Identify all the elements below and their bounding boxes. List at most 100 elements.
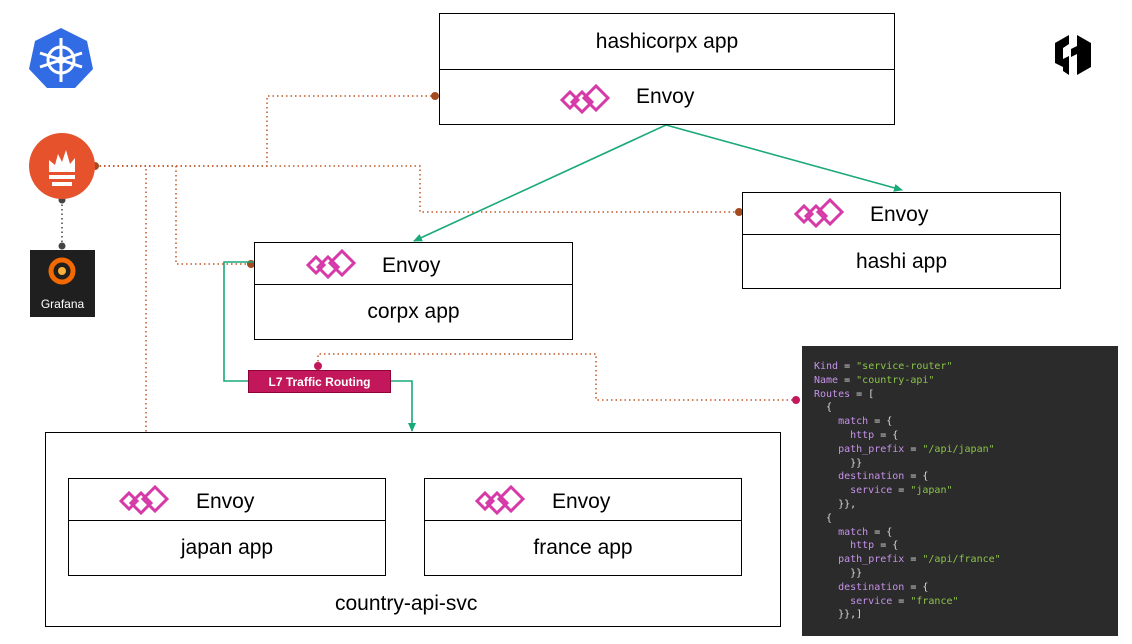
config-line: }} bbox=[814, 457, 1118, 471]
config-key: match bbox=[838, 526, 869, 538]
config-line: Name = "country-api" bbox=[814, 374, 1118, 388]
config-line: http = { bbox=[814, 539, 1118, 553]
config-line: path_prefix = "/api/france" bbox=[814, 553, 1118, 567]
config-line: Kind = "service-router" bbox=[814, 360, 1118, 374]
config-line: { bbox=[814, 401, 1118, 415]
config-key: match bbox=[838, 416, 869, 428]
envoy-icon bbox=[305, 248, 357, 280]
envoy-icon bbox=[118, 484, 170, 516]
service-router-config: Kind = "service-router"Name = "country-a… bbox=[802, 346, 1118, 636]
node-japan[interactable]: Envoy japan app bbox=[68, 478, 386, 576]
config-string: "france" bbox=[910, 595, 959, 607]
config-key: http bbox=[850, 429, 875, 441]
config-text: = { bbox=[904, 471, 929, 483]
hashicorp-icon bbox=[1055, 35, 1091, 75]
kubernetes-icon bbox=[29, 28, 93, 88]
config-text: = bbox=[838, 374, 857, 386]
config-text: }}, bbox=[814, 498, 857, 510]
config-text bbox=[814, 485, 850, 496]
config-text: }} bbox=[814, 457, 863, 469]
config-line: }},] bbox=[814, 608, 1118, 622]
france-envoy-label: Envoy bbox=[552, 490, 611, 513]
config-line: match = { bbox=[814, 526, 1118, 540]
hashi-app-label: hashi app bbox=[743, 234, 1060, 288]
config-key: path_prefix bbox=[838, 443, 905, 455]
config-key: Name bbox=[814, 374, 839, 386]
envoy-icon bbox=[793, 197, 845, 229]
metrics-line-hashicorpx bbox=[95, 95, 438, 167]
config-key: service bbox=[850, 485, 893, 497]
prometheus-icon bbox=[29, 133, 95, 199]
config-line: }}, bbox=[814, 498, 1118, 512]
config-string: "/api/france" bbox=[922, 554, 1001, 566]
config-text: = bbox=[838, 361, 857, 372]
config-key: destination bbox=[838, 471, 905, 483]
metrics-lines bbox=[95, 95, 795, 476]
config-line: }} bbox=[814, 567, 1118, 581]
config-text bbox=[814, 582, 838, 593]
config-key: destination bbox=[838, 581, 905, 593]
config-text: = [ bbox=[850, 388, 875, 400]
node-france[interactable]: Envoy france app bbox=[424, 478, 742, 576]
config-text bbox=[814, 444, 838, 455]
config-line: service = "france" bbox=[814, 595, 1118, 609]
node-corpx[interactable]: Envoy corpx app bbox=[254, 242, 573, 340]
config-text: = { bbox=[874, 540, 899, 552]
metrics-line-hashi bbox=[95, 165, 740, 213]
config-text bbox=[814, 471, 838, 482]
config-string: "japan" bbox=[910, 485, 953, 497]
config-key: http bbox=[850, 540, 875, 552]
traffic-hashicorpx-to-corpx bbox=[413, 124, 667, 242]
config-line: match = { bbox=[814, 415, 1118, 429]
metrics-line-corpx bbox=[95, 165, 252, 265]
corpx-app-label: corpx app bbox=[255, 284, 572, 339]
config-line: destination = { bbox=[814, 470, 1118, 484]
config-text: = { bbox=[868, 416, 893, 428]
hashi-envoy-label: Envoy bbox=[870, 203, 929, 226]
config-key: path_prefix bbox=[838, 554, 905, 566]
config-text bbox=[814, 527, 838, 538]
config-line: service = "japan" bbox=[814, 484, 1118, 498]
config-text bbox=[814, 540, 850, 551]
corpx-envoy-label: Envoy bbox=[382, 254, 441, 277]
grafana-icon: Grafana bbox=[30, 250, 95, 317]
france-app-label: france app bbox=[425, 520, 741, 575]
config-text: = { bbox=[904, 581, 929, 593]
config-text: { bbox=[814, 512, 833, 524]
node-hashi[interactable]: Envoy hashi app bbox=[742, 192, 1061, 289]
config-link-end bbox=[792, 396, 800, 404]
config-text bbox=[814, 554, 838, 565]
config-text: }} bbox=[814, 567, 863, 579]
config-key: service bbox=[850, 595, 893, 607]
envoy-icon bbox=[559, 83, 611, 115]
config-line: Routes = [ bbox=[814, 388, 1118, 402]
config-text: = bbox=[892, 595, 911, 607]
config-text bbox=[814, 596, 850, 607]
service-group-label: country-api-svc bbox=[335, 592, 478, 615]
config-line: { bbox=[814, 512, 1118, 526]
hashicorpx-envoy-row bbox=[440, 69, 894, 125]
config-key: Routes bbox=[814, 388, 851, 400]
config-text: = bbox=[904, 554, 923, 566]
grafana-label: Grafana bbox=[40, 297, 85, 311]
metrics-line-japan bbox=[95, 165, 147, 476]
config-text: = bbox=[892, 485, 911, 497]
hashicorpx-app-label: hashicorpx app bbox=[595, 30, 739, 53]
node-hashicorpx[interactable]: hashicorpx app Envoy bbox=[439, 13, 895, 125]
traffic-corpx-to-svc bbox=[223, 261, 416, 432]
l7-traffic-routing-badge: L7 Traffic Routing bbox=[248, 370, 391, 393]
config-text: = { bbox=[874, 429, 899, 441]
japan-envoy-label: Envoy bbox=[196, 490, 255, 513]
config-text bbox=[814, 416, 838, 427]
config-string: "service-router" bbox=[856, 361, 953, 372]
config-text: = { bbox=[868, 526, 893, 538]
config-line: destination = { bbox=[814, 581, 1118, 595]
config-text: }},] bbox=[814, 609, 863, 621]
config-text: { bbox=[814, 402, 833, 414]
config-line: http = { bbox=[814, 429, 1118, 443]
config-link-start bbox=[314, 362, 322, 370]
config-text bbox=[814, 430, 850, 441]
envoy-icon bbox=[474, 484, 526, 516]
config-line: path_prefix = "/api/japan" bbox=[814, 443, 1118, 457]
grafana-link bbox=[58, 196, 66, 250]
